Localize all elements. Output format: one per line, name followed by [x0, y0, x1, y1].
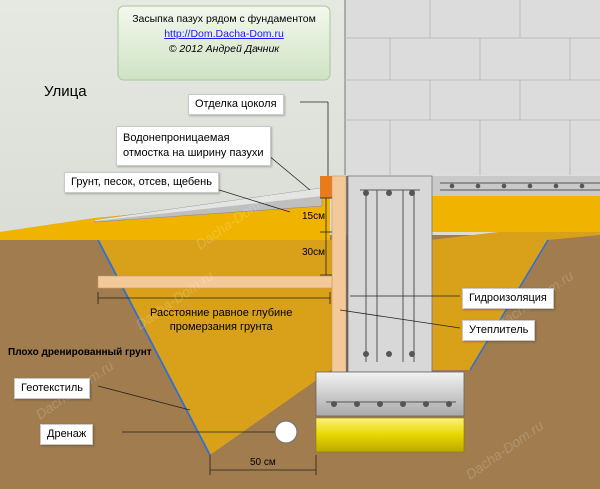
distance-line1: Расстояние равное глубине: [150, 307, 293, 319]
distance-label: Расстояние равное глубине промерзания гр…: [150, 306, 292, 334]
sand-backfill: [0, 196, 345, 455]
insulation-label: Утеплитель: [462, 320, 536, 341]
insulation-panel: [331, 175, 347, 373]
title-line: Засыпка пазух рядом с фундаментом: [132, 13, 316, 25]
plinth-finish: [320, 176, 332, 198]
plinth-finish-label: Отделка цоколя: [188, 94, 284, 115]
street-label: Улица: [44, 83, 87, 100]
floor-slab-sand: [430, 196, 600, 232]
title-link[interactable]: http://Dom.Dacha-Dom.ru: [164, 28, 284, 40]
title-copyright: © 2012 Андрей Дачник: [168, 43, 280, 55]
drain-pipe: [274, 420, 298, 444]
house-wall: [344, 0, 600, 175]
foundation-wall: [347, 175, 433, 373]
distance-line2: промерзания грунта: [169, 321, 273, 333]
dimension-15cm: 15см: [302, 211, 325, 222]
title-card: Засыпка пазух рядом с фундаментом http:/…: [118, 6, 330, 80]
sand-pad: [315, 417, 465, 453]
footing: [315, 371, 465, 417]
blind-area-line2: отмостка на ширину пазухи: [123, 147, 264, 159]
title-card-bg: [117, 5, 331, 81]
poor-soil-label: Плохо дренированный грунт: [8, 347, 152, 358]
dimension-50cm: 50 см: [250, 457, 276, 468]
blind-area-label: Водонепроницаемая отмостка на ширину паз…: [116, 126, 271, 166]
waterproofing-label: Гидроизоляция: [462, 288, 554, 309]
blind-area-line1: Водонепроницаемая: [123, 132, 230, 144]
drainage-label: Дренаж: [40, 424, 94, 445]
geotextile-label: Геотекстиль: [14, 378, 91, 399]
horizontal-insulation: [97, 275, 333, 289]
floor-slab: [432, 176, 600, 196]
dimension-30cm: 30см: [302, 247, 325, 258]
backfill-label: Грунт, песок, отсев, щебень: [64, 172, 219, 193]
